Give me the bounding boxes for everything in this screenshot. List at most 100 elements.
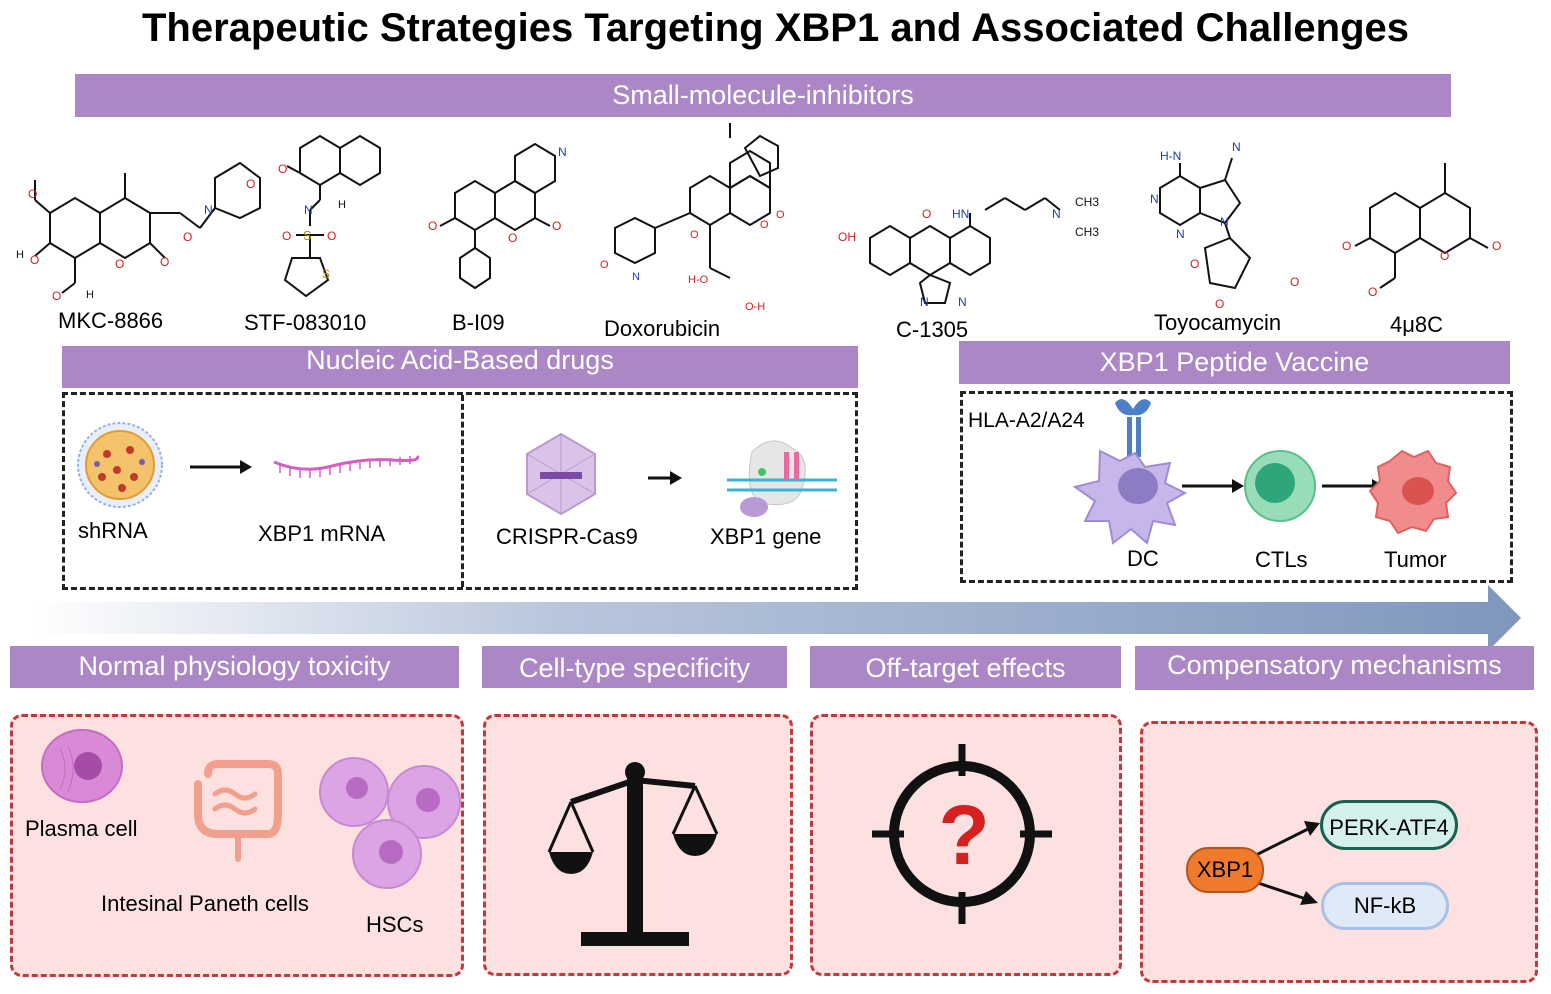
svg-text:S: S — [303, 228, 312, 243]
chemical-structures: OO OO OO NO HH O N S O O S H N O O O — [16, 123, 1501, 313]
compensatory-graphics — [1251, 821, 1320, 905]
intestine-icon — [194, 760, 282, 862]
shrna-label: shRNA — [78, 518, 148, 543]
nucleic-acid-graphics — [77, 422, 837, 517]
dc-label: DC — [1127, 546, 1159, 571]
svg-text:O: O — [690, 229, 699, 241]
hscs-label: HSCs — [366, 912, 424, 937]
question-mark: ? — [938, 788, 990, 882]
svg-text:N: N — [204, 203, 213, 217]
compound-name-doxorubicin: Doxorubicin — [604, 316, 721, 341]
b-i09-structure-icon — [439, 142, 556, 290]
toxicity-graphics — [41, 729, 461, 889]
4u8c-structure-icon — [1354, 163, 1489, 289]
ctl-cell-icon — [1244, 450, 1316, 522]
svg-text:N: N — [920, 295, 929, 309]
svg-text:N: N — [632, 271, 640, 283]
svg-text:O-H: O-H — [745, 301, 765, 313]
nucleic-acid-divider — [461, 395, 464, 587]
nucleic-acid-panel — [62, 392, 858, 590]
compound-name-c-1305: C-1305 — [896, 317, 969, 342]
svg-text:O: O — [28, 187, 37, 201]
svg-text:N: N — [1052, 207, 1061, 221]
nucleic-acid-header: Nucleic Acid-Based drugs — [62, 346, 858, 388]
vaccine-panel — [960, 391, 1513, 583]
vaccine-graphics — [1072, 399, 1458, 545]
scale-icon — [547, 762, 719, 946]
svg-text:H: H — [338, 199, 346, 211]
svg-text:O: O — [1492, 239, 1501, 253]
svg-text:O: O — [600, 259, 609, 271]
hsc-cluster-icon — [319, 757, 461, 889]
svg-text:H-O: H-O — [688, 274, 709, 286]
svg-text:O: O — [246, 177, 255, 191]
svg-text:CH3: CH3 — [1075, 225, 1099, 239]
svg-text:N: N — [1220, 215, 1229, 229]
toyocamycin-structure-icon — [1159, 157, 1252, 290]
xbp1-node: XBP1 — [1186, 847, 1264, 893]
page-title: Therapeutic Strategies Targeting XBP1 an… — [141, 6, 1409, 50]
crispr-cas9-label: CRISPR-Cas9 — [496, 524, 638, 549]
svg-text:O: O — [115, 257, 124, 271]
compensatory-header: Compensatory mechanisms — [1135, 646, 1534, 690]
svg-text:O: O — [52, 289, 61, 303]
dendritic-cell-icon — [1072, 449, 1188, 545]
svg-text:O: O — [428, 219, 437, 233]
receptor-icon — [1115, 399, 1151, 457]
svg-text:O: O — [160, 255, 169, 269]
svg-text:N: N — [1232, 140, 1241, 154]
svg-text:N: N — [958, 295, 967, 309]
offtarget-panel — [810, 714, 1122, 976]
svg-text:O: O — [327, 229, 336, 243]
compound-name-b-i09: B-I09 — [452, 310, 505, 335]
perk-atf4-node: PERK-ATF4 — [1320, 800, 1458, 850]
compound-name-mkc-8866: MKC-8866 — [58, 308, 164, 333]
svg-text:H: H — [86, 289, 94, 301]
plasma-cell-label: Plasma cell — [25, 816, 138, 841]
compound-name-stf-083010: STF-083010 — [244, 310, 367, 335]
svg-text:OH: OH — [838, 230, 856, 244]
ctls-label: CTLs — [1255, 547, 1308, 572]
tumor-label: Tumor — [1384, 547, 1447, 572]
compound-name-4u8c: 4μ8C — [1390, 312, 1444, 337]
svg-text:O: O — [1440, 249, 1449, 263]
vaccine-header: XBP1 Peptide Vaccine — [959, 341, 1510, 384]
svg-text:HN: HN — [952, 207, 969, 221]
svg-text:H: H — [16, 249, 24, 261]
svg-text:O: O — [30, 253, 39, 267]
crispr-particle-icon — [526, 432, 596, 516]
mkc-8866-structure-icon — [34, 161, 261, 294]
hla-label: HLA-A2/A24 — [968, 409, 1085, 432]
compound-name-toyocamycin: Toyocamycin — [1154, 310, 1282, 335]
stf-083010-structure-icon — [283, 134, 381, 298]
tumor-cell-icon — [1368, 449, 1458, 535]
svg-text:O: O — [1368, 285, 1377, 299]
liposome-icon — [77, 422, 163, 508]
svg-text:O: O — [1342, 239, 1351, 253]
svg-text:N: N — [1150, 192, 1159, 206]
progression-arrow — [30, 585, 1521, 651]
small-molecule-header: Small-molecule-inhibitors — [75, 74, 1451, 117]
svg-text:O: O — [776, 209, 785, 221]
svg-text:O: O — [508, 231, 517, 245]
svg-text:CH3: CH3 — [1075, 195, 1099, 209]
cas9-dna-icon — [727, 440, 837, 517]
svg-text:O: O — [1290, 275, 1299, 289]
nf-kb-node: NF-kB — [1321, 882, 1449, 930]
svg-text:O: O — [183, 230, 192, 244]
c-1305-structure-icon — [869, 197, 1061, 304]
svg-text:O: O — [760, 219, 769, 231]
svg-text:N: N — [1176, 227, 1185, 241]
paneth-cells-label: Intesinal Paneth cells — [101, 891, 309, 916]
plasma-cell-icon — [41, 729, 123, 803]
offtarget-header: Off-target effects — [810, 646, 1121, 688]
svg-text:O: O — [282, 229, 291, 243]
svg-text:O: O — [1215, 297, 1224, 311]
specificity-header: Cell-type specificity — [482, 646, 787, 688]
mrna-strand-icon — [273, 455, 420, 478]
target-icon — [872, 744, 1052, 924]
svg-text:O: O — [1190, 257, 1199, 271]
svg-text:N: N — [304, 203, 313, 217]
doxorubicin-structure-icon — [614, 123, 779, 279]
svg-text:O: O — [552, 219, 561, 233]
